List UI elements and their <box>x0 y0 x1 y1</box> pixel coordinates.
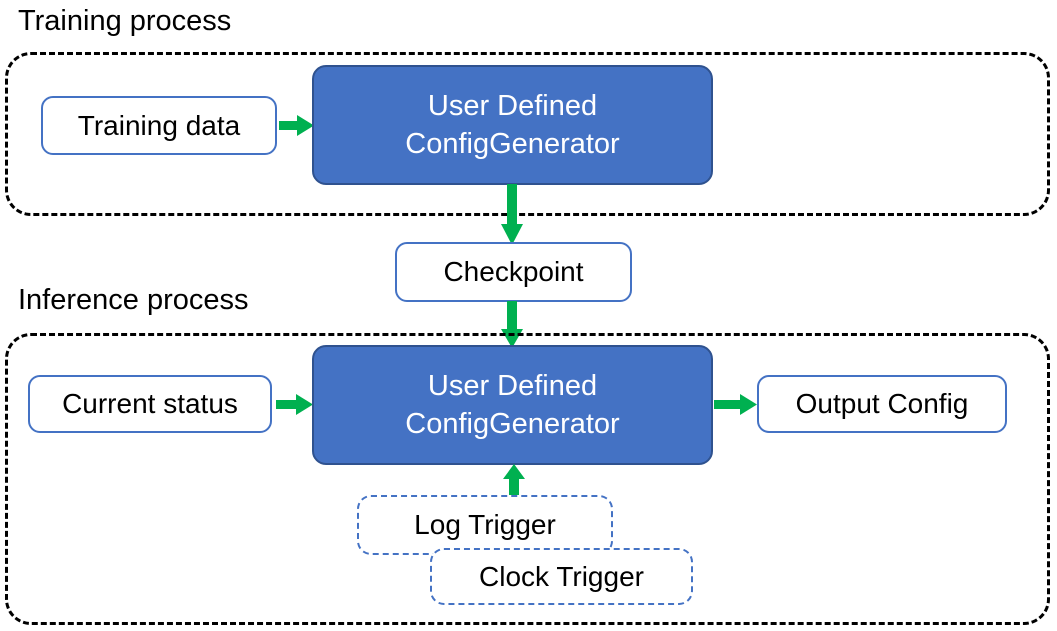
inference-config-generator-line2: ConfigGenerator <box>405 408 620 440</box>
output-config-box[interactable]: Output Config <box>757 375 1007 433</box>
arrow-triggers-to-process <box>498 464 530 500</box>
arrow-current-status-to-process <box>276 389 314 421</box>
arrow-training-data-to-process <box>279 110 315 142</box>
current-status-label: Current status <box>62 388 238 419</box>
training-process-title: Training process <box>18 5 232 37</box>
training-config-generator-line2: ConfigGenerator <box>405 128 620 160</box>
inference-process-group <box>5 333 1050 625</box>
training-data-box[interactable]: Training data <box>41 96 277 155</box>
log-trigger-label: Log Trigger <box>414 509 556 540</box>
arrow-process-to-checkpoint <box>496 184 528 246</box>
inference-config-generator-box[interactable]: User Defined ConfigGenerator <box>312 345 713 465</box>
output-config-label: Output Config <box>795 388 969 419</box>
arrow-process-to-output-config <box>714 389 758 421</box>
training-data-label: Training data <box>77 109 241 141</box>
inference-process-title: Inference process <box>18 284 249 316</box>
clock-trigger-label: Clock Trigger <box>479 560 644 592</box>
training-config-generator-box[interactable]: User Defined ConfigGenerator <box>312 65 713 185</box>
training-config-generator-line1: User Defined <box>427 90 598 122</box>
inference-config-generator-line1: User Defined <box>427 370 598 402</box>
clock-trigger-box[interactable]: Clock Trigger <box>430 548 693 605</box>
checkpoint-box[interactable]: Checkpoint <box>395 242 632 302</box>
training-process-group <box>5 52 1050 216</box>
checkpoint-label: Checkpoint <box>443 256 584 287</box>
log-trigger-box[interactable]: Log Trigger <box>357 495 613 555</box>
current-status-box[interactable]: Current status <box>28 375 272 433</box>
